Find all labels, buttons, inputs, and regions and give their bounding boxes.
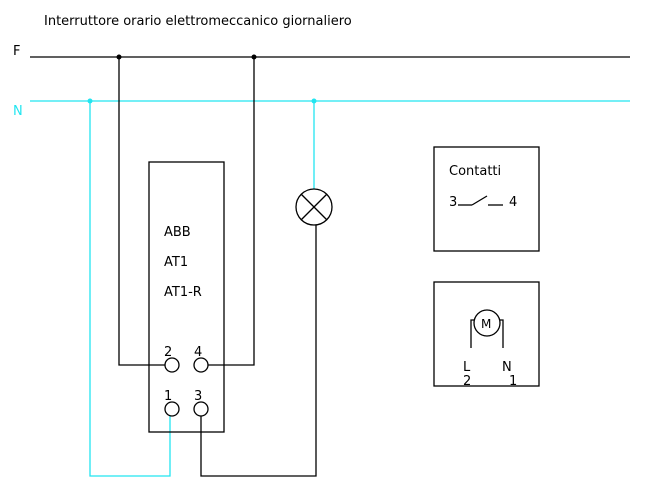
motor-box [433, 281, 540, 387]
switch-contact-icon [458, 195, 503, 206]
wire-phase-to-2 [118, 57, 165, 366]
terminal-label-1: 1 [164, 389, 172, 404]
contact-right-label: 4 [509, 195, 517, 210]
lamp-icon [295, 188, 333, 226]
junction-dots [87, 54, 317, 104]
diagram-title: Interruttore orario elettromeccanico gio… [44, 14, 352, 29]
neutral-label: N [13, 104, 23, 119]
terminal-label-3: 3 [194, 389, 202, 404]
terminal-3 [193, 401, 209, 417]
motor-label: M [481, 317, 491, 331]
wire-neutral-to-1 [89, 101, 171, 477]
device-model: AT1 [164, 255, 188, 270]
contacts-title: Contatti [449, 164, 501, 179]
device-variant: AT1-R [164, 285, 202, 300]
timer-device-box [148, 161, 225, 433]
motor-l-number: 2 [463, 374, 471, 389]
terminal-2 [164, 357, 180, 373]
device-brand: ABB [164, 225, 191, 240]
wire-3-to-lamp [200, 225, 317, 477]
phase-label: F [13, 44, 20, 59]
motor-n-number: 1 [509, 374, 517, 389]
contact-left-label: 3 [449, 195, 457, 210]
terminal-1 [164, 401, 180, 417]
motor-icon [470, 309, 504, 348]
contacts-box [433, 146, 540, 252]
motor-l-label: L [463, 360, 471, 375]
terminal-label-4: 4 [194, 345, 202, 360]
terminal-label-2: 2 [164, 345, 172, 360]
wire-phase-to-4 [208, 57, 255, 366]
motor-n-label: N [502, 360, 512, 375]
terminal-4 [193, 357, 209, 373]
